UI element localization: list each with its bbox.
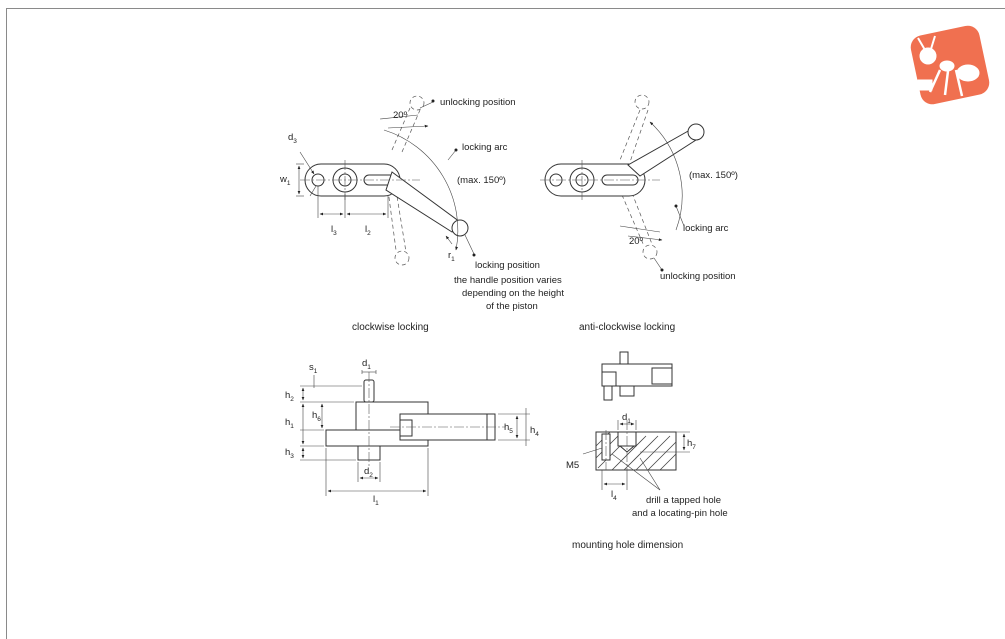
anticlockwise-view [540,94,705,272]
unlocking-handle-outline-acw [619,94,658,260]
dim-h4: h4 [530,425,539,438]
dim-d3: d3 [288,132,297,145]
max-angle-cw: (max. 150º) [457,175,506,186]
locking-arc-cw: locking arc [462,142,508,153]
dim-d1: d1 [362,358,371,371]
locking-arc-acw: locking arc [683,223,729,234]
technical-drawing: d3 w1 l3 l2 r1 20º unlocking position lo… [279,25,990,551]
handle-note-line-3: of the piston [486,301,538,312]
lever-body-acw [540,123,705,200]
caption-anticlockwise: anti-clockwise locking [579,322,675,333]
dim-h5: h5 [504,422,513,435]
dim-d1-mount: d1 [622,412,631,425]
locking-position-label: locking position [475,260,540,271]
dim-l2: l2 [365,224,371,237]
max-angle-acw: (max. 150º) [689,170,738,181]
caption-clockwise: clockwise locking [352,322,429,333]
dim-l1: l1 [373,494,379,507]
drill-note-line-1: drill a tapped hole [646,495,721,506]
side-view [300,370,530,496]
dim-h3: h3 [285,447,294,460]
dim-h7: h7 [687,438,696,451]
dim-w1: w1 [279,174,291,187]
angle-20-acw: 20º [629,236,644,247]
caption-mounting: mounting hole dimension [572,540,683,551]
dim-s1: s1 [309,362,318,375]
handle-note-line-1: the handle position varies [454,275,562,286]
unlocking-position-cw: unlocking position [440,97,516,108]
ant-logo-icon [910,25,990,105]
unlocking-handle-outline [387,95,425,266]
content-frame [6,8,1005,639]
dim-h2: h2 [285,390,294,403]
dim-l4: l4 [611,489,617,502]
dim-r1: r1 [448,250,455,263]
handle-note-line-2: depending on the height [462,288,564,299]
dim-h6: h6 [312,410,321,423]
mounting-detail [582,351,690,491]
clockwise-view [296,95,476,266]
locking-arc-line [383,129,459,251]
dim-h1: h1 [285,417,294,430]
lever-body [300,160,469,237]
dim-l3: l3 [331,224,337,237]
m5-label: M5 [566,460,579,471]
angle-20-cw: 20º [393,110,408,121]
drill-note-line-2: and a locating-pin hole [632,508,728,519]
unlocking-position-acw: unlocking position [660,271,736,282]
dim-d2: d2 [364,466,373,479]
